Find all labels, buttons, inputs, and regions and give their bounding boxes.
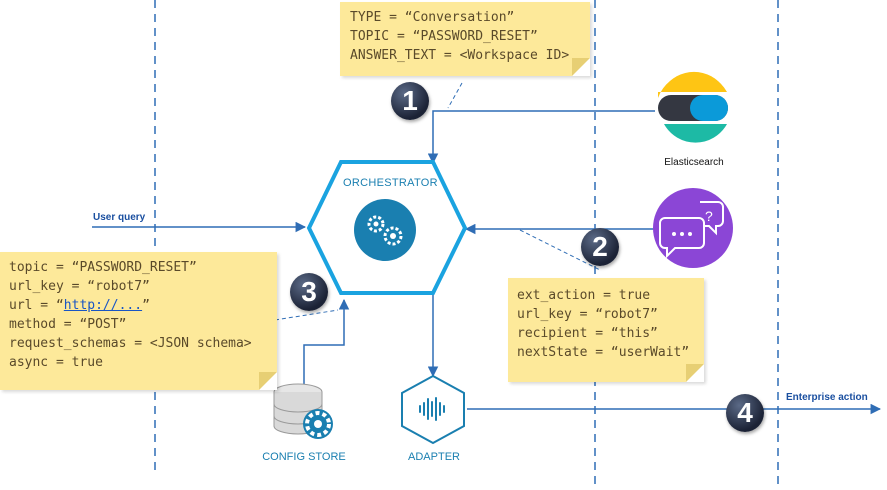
config-store-label: CONFIG STORE: [262, 451, 346, 463]
step-badge-1: 1: [391, 82, 429, 120]
note-line: url_key = “robot7”: [9, 279, 150, 294]
step-badge-4: 4: [726, 394, 764, 432]
note-line: url_key = “robot7”: [517, 307, 658, 322]
note-ext-action: ext_action = true url_key = “robot7” rec…: [508, 278, 704, 382]
url-suffix: ”: [142, 298, 150, 313]
chat-bubbles-icon: ?: [653, 188, 733, 268]
step-badge-3: 3: [290, 273, 328, 311]
elasticsearch-label: Elasticsearch: [664, 157, 724, 168]
url-prefix: url = “: [9, 298, 64, 313]
note-fold: [686, 364, 704, 382]
note-line: nextState = “userWait”: [517, 345, 690, 360]
note-line: request_schemas = <JSON schema>: [9, 336, 252, 351]
note-line-url: url = “http://...”: [9, 296, 277, 315]
database-gear-icon: [273, 383, 333, 439]
note-conversation-type: TYPE = “Conversation” TOPIC = “PASSWORD_…: [340, 2, 590, 76]
step-badge-2: 2: [581, 228, 619, 266]
elasticsearch-logo: [658, 71, 728, 143]
svg-text:?: ?: [705, 208, 713, 224]
gears-glyph: [367, 215, 403, 246]
enterprise-action-label: Enterprise action: [786, 392, 868, 403]
url-link[interactable]: http://...: [63, 298, 143, 313]
note-fold: [572, 58, 590, 76]
note-line: TYPE = “Conversation”: [350, 10, 515, 25]
orchestrator-label: ORCHESTRATOR: [343, 177, 438, 189]
sound-wave-icon: [419, 397, 445, 421]
note-url-config: topic = “PASSWORD_RESET” url_key = “robo…: [0, 252, 277, 390]
note-line: ANSWER_TEXT = <Workspace ID>: [350, 48, 570, 63]
note-line: TOPIC = “PASSWORD_RESET”: [350, 29, 538, 44]
gears-icon: [354, 199, 416, 261]
note-connector-right: [519, 229, 601, 271]
arrow-elasticsearch-to-orchestrator: [427, 110, 655, 165]
note-line: async = true: [9, 355, 103, 370]
note-connector-top: [447, 82, 463, 109]
note-line: method = “POST”: [9, 317, 127, 332]
adapter-label: ADAPTER: [408, 451, 460, 463]
note-fold: [259, 372, 277, 390]
note-line: ext_action = true: [517, 288, 651, 303]
note-line: topic = “PASSWORD_RESET”: [9, 260, 197, 275]
note-line: recipient = “this”: [517, 326, 658, 341]
arrow-config-store-to-orchestrator: [303, 298, 350, 385]
note-connector-left: [274, 309, 339, 321]
user-query-label: User query: [93, 212, 146, 223]
